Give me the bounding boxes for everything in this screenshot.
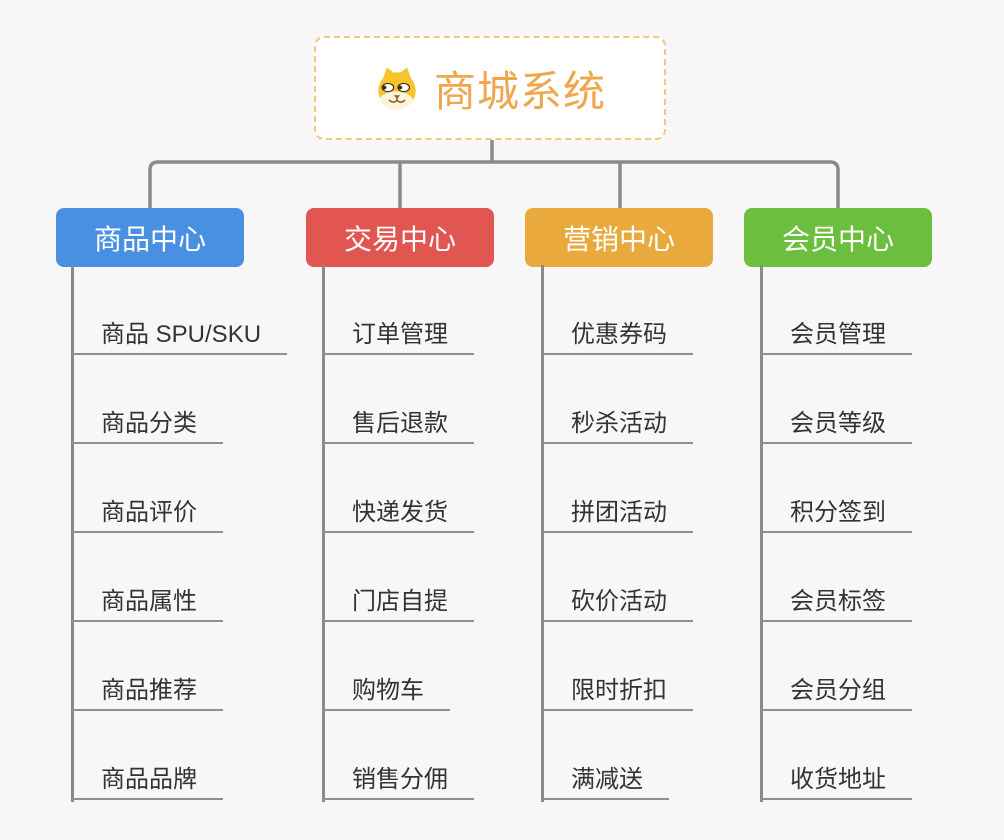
leaf-node[interactable]: 优惠券码 (541, 318, 693, 355)
leaf-node[interactable]: 拼团活动 (541, 496, 693, 533)
leaf-node[interactable]: 快递发货 (322, 496, 474, 533)
branch-node-member-center[interactable]: 会员中心 (744, 208, 932, 267)
leaf-node[interactable]: 收货地址 (760, 763, 912, 800)
branch-node-trade-center[interactable]: 交易中心 (306, 208, 494, 267)
leaf-node[interactable]: 限时折扣 (541, 674, 693, 711)
leaf-node[interactable]: 门店自提 (322, 585, 474, 622)
leaf-node[interactable]: 订单管理 (322, 318, 474, 355)
leaf-node[interactable]: 会员标签 (760, 585, 912, 622)
branch-node-marketing-center[interactable]: 营销中心 (525, 208, 713, 267)
leaf-node[interactable]: 商品评价 (71, 496, 223, 533)
branch-trunk-line (322, 265, 325, 802)
root-node-label: 商城系统 (433, 67, 606, 115)
leaf-node[interactable]: 商品 SPU/SKU (71, 318, 288, 355)
leaf-node[interactable]: 商品属性 (71, 585, 223, 622)
leaf-node[interactable]: 商品推荐 (71, 674, 223, 711)
leaf-node[interactable]: 销售分佣 (322, 763, 474, 800)
leaf-node[interactable]: 会员等级 (760, 407, 912, 444)
leaf-node[interactable]: 商品分类 (71, 407, 223, 444)
leaf-node[interactable]: 积分签到 (760, 496, 912, 533)
root-node[interactable]: 商城系统 (314, 36, 666, 140)
leaf-node[interactable]: 满减送 (541, 763, 669, 800)
leaf-node[interactable]: 会员分组 (760, 674, 912, 711)
branch-trunk-line (71, 265, 74, 802)
leaf-node[interactable]: 售后退款 (322, 407, 474, 444)
branch-trunk-line (760, 265, 763, 802)
leaf-node[interactable]: 购物车 (322, 674, 450, 711)
leaf-node[interactable]: 秒杀活动 (541, 407, 693, 444)
leaf-node[interactable]: 商品品牌 (71, 763, 223, 800)
dog-face-icon (378, 67, 416, 110)
branch-node-product-center[interactable]: 商品中心 (56, 208, 244, 267)
leaf-node[interactable]: 砍价活动 (541, 585, 693, 622)
leaf-node[interactable]: 会员管理 (760, 318, 912, 355)
branch-trunk-line (541, 265, 544, 802)
